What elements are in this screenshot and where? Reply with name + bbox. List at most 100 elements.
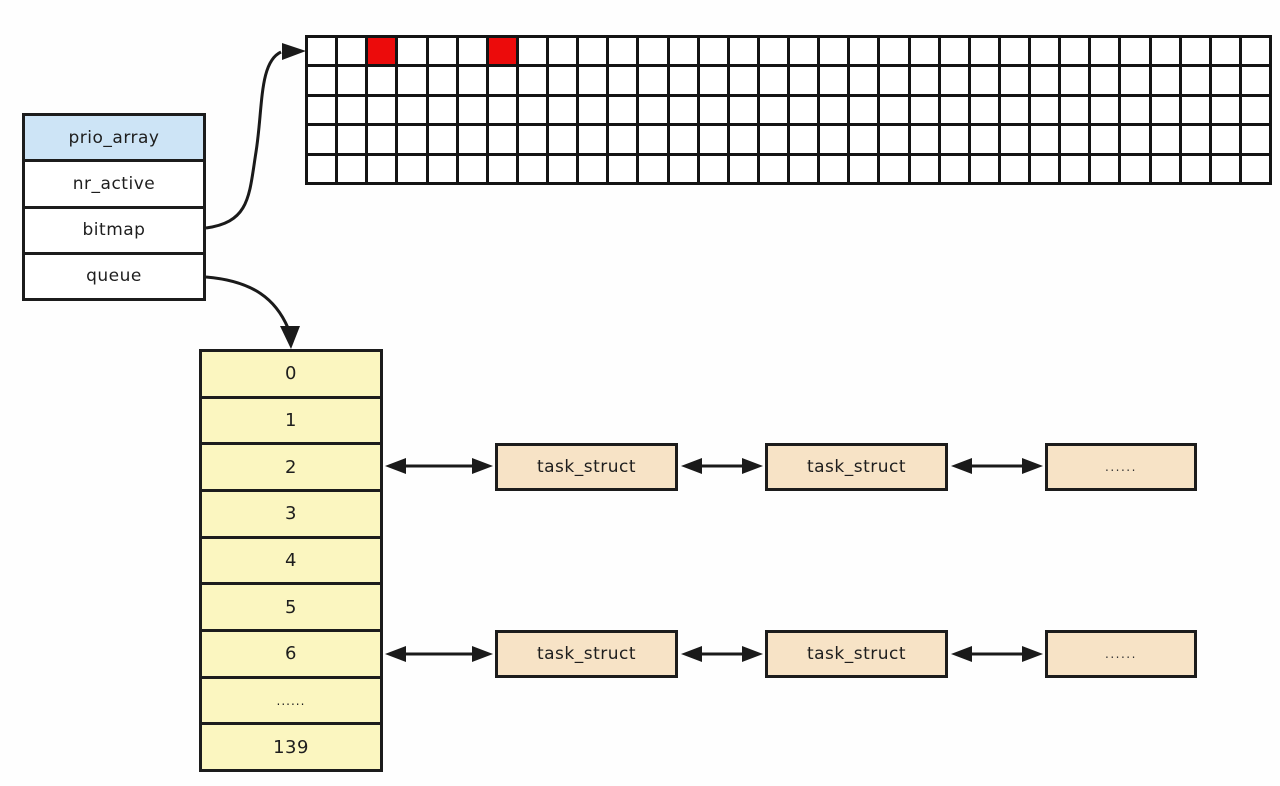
- bitmap-cell: [669, 67, 697, 94]
- bitmap-cell: [518, 67, 546, 94]
- bitmap-cell: [1000, 155, 1028, 182]
- bitmap-cell: [759, 96, 787, 124]
- arrowhead-right-icon: [742, 646, 763, 662]
- bitmap-cell: [338, 126, 366, 153]
- bitmap-cell: [729, 126, 757, 153]
- list2-link-arrow-3: [951, 646, 1043, 662]
- bitmap-cell: [1091, 96, 1119, 124]
- bitmap-cell: [940, 67, 968, 94]
- bitmap-cell: [1241, 96, 1269, 124]
- arrowhead-right-icon: [1022, 646, 1043, 662]
- queue-to-array-arrow: [205, 275, 300, 349]
- bitmap-cell: [820, 38, 848, 65]
- bitmap-cell: [1091, 155, 1119, 182]
- arrowhead-left-icon: [385, 458, 406, 474]
- bitmap-cell: [1211, 155, 1239, 182]
- bitmap-cell: [1211, 126, 1239, 153]
- bitmap-cell: [970, 96, 998, 124]
- bitmap-cell: [1211, 67, 1239, 94]
- bitmap-cell: [850, 126, 878, 153]
- bitmap-cell: [880, 126, 908, 153]
- bitmap-cell: [1121, 38, 1149, 65]
- bitmap-cell: [518, 38, 546, 65]
- bitmap-cell: [880, 38, 908, 65]
- queue-cell: 0: [202, 352, 380, 396]
- queue-cell: 1: [202, 395, 380, 443]
- bitmap-cell: [368, 67, 396, 94]
- bitmap-cell: [1151, 38, 1179, 65]
- queue-cell: ......: [202, 675, 380, 723]
- bitmap-cell: [1121, 155, 1149, 182]
- bitmap-cell: [458, 155, 486, 182]
- bitmap-cell: [428, 67, 456, 94]
- bitmap-cell: [910, 126, 938, 153]
- bitmap-cell: [488, 155, 516, 182]
- bitmap-cell: [1211, 38, 1239, 65]
- bitmap-cell: [910, 96, 938, 124]
- bitmap-cell: [729, 67, 757, 94]
- bitmap-cell: [579, 96, 607, 124]
- bitmap-cell: [1121, 96, 1149, 124]
- bitmap-cell: [1151, 96, 1179, 124]
- bitmap-cell: [759, 155, 787, 182]
- bitmap-cell: [940, 155, 968, 182]
- bitmap-cell: [970, 67, 998, 94]
- bitmap-cell: [1000, 38, 1028, 65]
- arrowhead-left-icon: [385, 646, 406, 662]
- bitmap-cell: [338, 96, 366, 124]
- bitmap-cell: [850, 67, 878, 94]
- bitmap-cell: [609, 126, 637, 153]
- bitmap-cell: [1000, 126, 1028, 153]
- bitmap-cell: [669, 126, 697, 153]
- arrowhead-left-icon: [951, 646, 972, 662]
- bitmap-cell: [850, 96, 878, 124]
- bitmap-cell: [458, 126, 486, 153]
- bitmap-cell: [790, 126, 818, 153]
- queue-cell: 4: [202, 535, 380, 583]
- bitmap-cell: [759, 38, 787, 65]
- bitmap-cell: [850, 155, 878, 182]
- bitmap-cell: [398, 96, 426, 124]
- bitmap-cell: [308, 126, 336, 153]
- bitmap-cell: [428, 38, 456, 65]
- bitmap-cell: [910, 155, 938, 182]
- bitmap-cell: [488, 96, 516, 124]
- bitmap-cell: [1031, 38, 1059, 65]
- bitmap-cell: [1031, 126, 1059, 153]
- bitmap-cell: [579, 126, 607, 153]
- bitmap-cell: [1151, 67, 1179, 94]
- arrowhead-right-icon: [742, 458, 763, 474]
- bitmap-cell: [1181, 126, 1209, 153]
- bitmap-cell: [398, 155, 426, 182]
- bitmap-cell: [1031, 96, 1059, 124]
- bitmap-cell: [729, 155, 757, 182]
- bitmap-cell: [428, 96, 456, 124]
- bitmap-cell: [398, 126, 426, 153]
- bitmap-cell: [1061, 96, 1089, 124]
- bitmap-cell: [850, 38, 878, 65]
- bitmap-cell: [549, 38, 577, 65]
- struct-field-bitmap: bitmap: [25, 205, 203, 252]
- task-struct-box: task_struct: [495, 443, 678, 491]
- bitmap-cell: [1091, 38, 1119, 65]
- bitmap-cell: [609, 38, 637, 65]
- bitmap-cell: [699, 67, 727, 94]
- list1-link-arrow-2: [681, 458, 763, 474]
- bitmap-cell: [790, 96, 818, 124]
- bitmap-cell: [398, 38, 426, 65]
- bitmap-cell: [1061, 126, 1089, 153]
- bitmap-cell: [729, 38, 757, 65]
- task-list-ellipsis-box: ......: [1045, 630, 1197, 678]
- bitmap-cell: [1181, 38, 1209, 65]
- bitmap-cell: [458, 67, 486, 94]
- bitmap-cell: [609, 67, 637, 94]
- bitmap-cell: [940, 96, 968, 124]
- task-struct-box: task_struct: [765, 630, 948, 678]
- bitmap-cell: [759, 67, 787, 94]
- bitmap-cell: [518, 96, 546, 124]
- bitmap-cell: [970, 155, 998, 182]
- bitmap-cell: [1181, 67, 1209, 94]
- bitmap-cell: [639, 67, 667, 94]
- bitmap-cell: [1091, 126, 1119, 153]
